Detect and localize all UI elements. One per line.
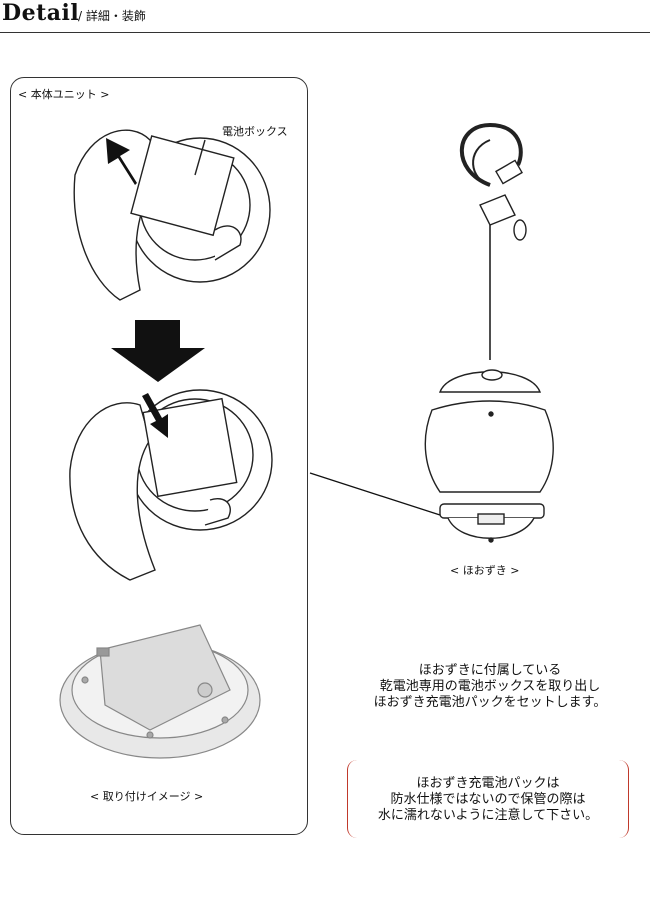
description-line: 乾電池専用の電池ボックスを取り出し <box>379 679 601 694</box>
note-frame <box>347 760 629 838</box>
mounting-caption: < 取り付けイメージ > <box>90 790 204 803</box>
unit-label: < 本体ユニット > <box>18 88 110 101</box>
description-line: ほおずきに付属している <box>418 663 562 678</box>
pointer-line <box>309 472 441 516</box>
mounted-illustration <box>59 624 261 759</box>
unit-panel <box>10 77 308 835</box>
hoozuki-caption: < ほおずき > <box>450 564 520 577</box>
arrow-down-icon <box>111 320 205 382</box>
note-line: 水に濡れないように注意して下さい。 <box>377 808 599 823</box>
page-title: Detail <box>2 0 80 26</box>
page-header: Detail / 詳細・装飾 <box>0 0 650 34</box>
note-line: ほおずき充電池パックは <box>416 776 560 791</box>
description-line: ほおずき充電池パックをセットします。 <box>373 695 607 710</box>
description: ほおずきに付属している 乾電池専用の電池ボックスを取り出し ほおずき充電池パック… <box>330 663 650 711</box>
header-divider <box>0 32 650 33</box>
page-subtitle: / 詳細・装飾 <box>78 9 146 23</box>
step1-illustration <box>73 129 271 301</box>
arrow-up-icon <box>106 138 137 185</box>
battery-box-caption: 電池ボックス <box>222 125 288 138</box>
step2-illustration <box>69 389 273 581</box>
caution-note: ほおずき充電池パックは 防水仕様ではないので保管の際は 水に濡れないように注意し… <box>347 776 629 824</box>
note-line: 防水仕様ではないので保管の際は <box>390 792 586 807</box>
lantern-illustration <box>424 122 554 543</box>
arrow-insert-icon <box>142 393 168 438</box>
